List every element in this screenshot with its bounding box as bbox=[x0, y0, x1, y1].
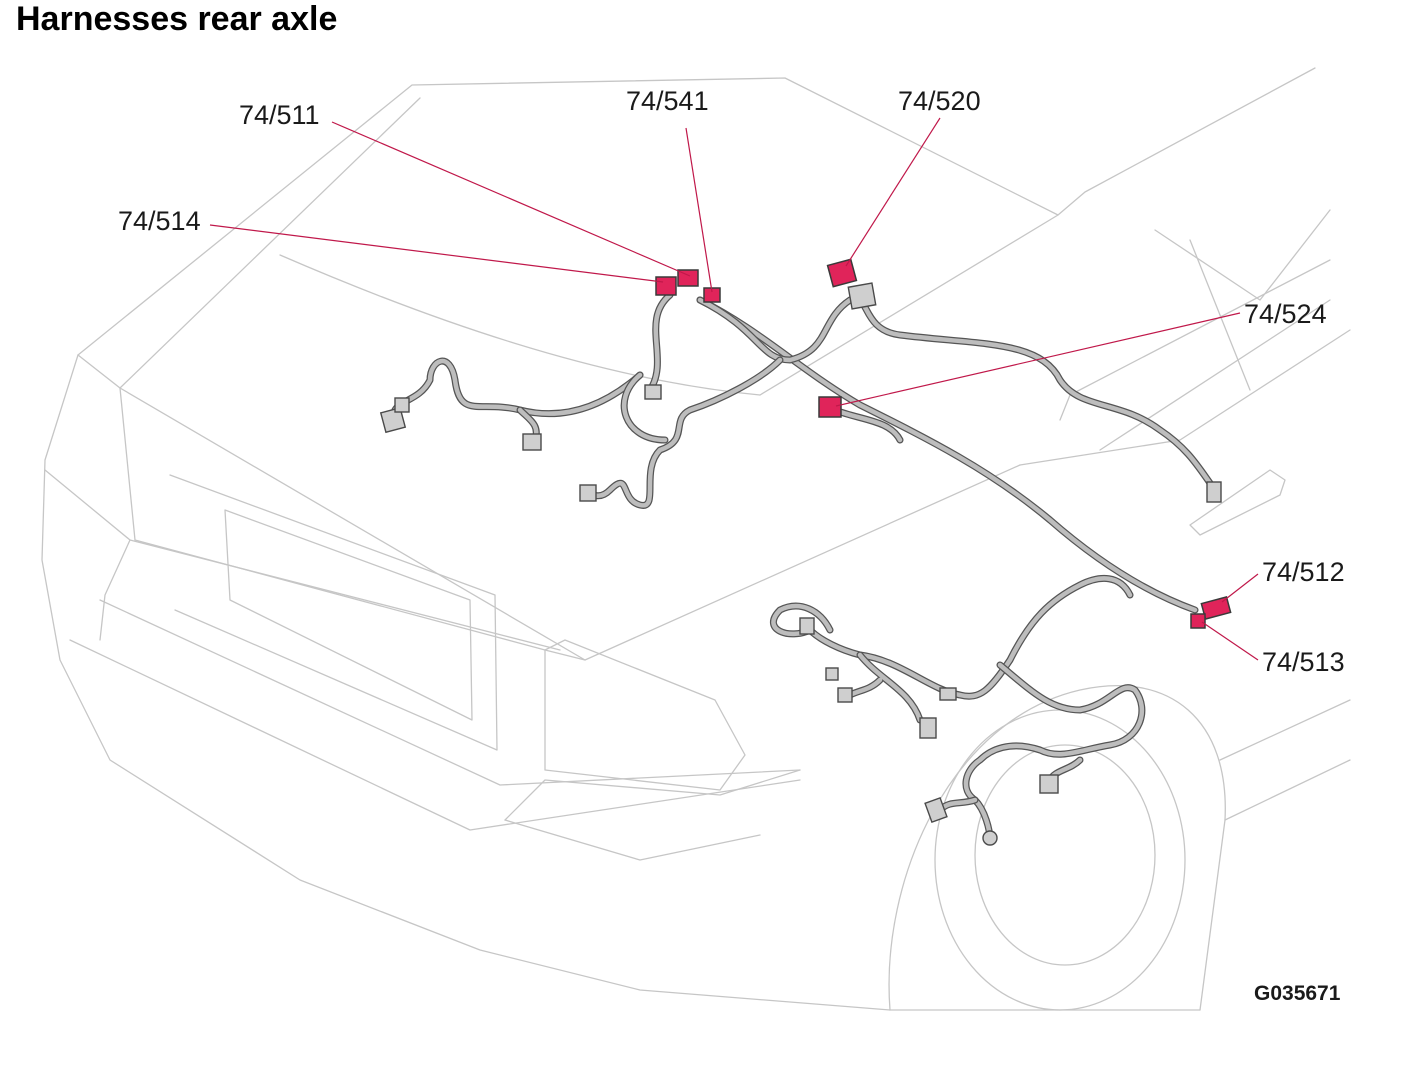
connector-74-524 bbox=[818, 396, 842, 418]
leader-lines bbox=[209, 117, 1259, 661]
connector-74-520 bbox=[826, 258, 858, 288]
callout-74-520: 74/520 bbox=[898, 86, 981, 116]
callout-74-513: 74/513 bbox=[1262, 647, 1345, 677]
callout-74-511: 74/511 bbox=[239, 100, 320, 130]
highlighted-connectors bbox=[655, 258, 1232, 629]
callout-74-514: 74/514 bbox=[118, 206, 201, 236]
figure-id: G035671 bbox=[1254, 982, 1341, 1005]
callout-labels: 74/511 74/541 74/520 74/514 74/524 74/51… bbox=[118, 86, 1345, 1005]
wiring-harness bbox=[391, 291, 1219, 844]
callout-74-541: 74/541 bbox=[626, 86, 709, 116]
connector-74-514 bbox=[655, 276, 677, 296]
connector-74-513 bbox=[1190, 613, 1206, 629]
car-outline bbox=[41, 67, 1351, 1011]
callout-74-512: 74/512 bbox=[1262, 557, 1345, 587]
connector-74-511 bbox=[677, 269, 699, 287]
plain-connectors bbox=[379, 282, 1222, 846]
diagram-title: Harnesses rear axle bbox=[16, 0, 338, 38]
callout-74-524: 74/524 bbox=[1244, 299, 1327, 329]
connector-74-512 bbox=[1200, 595, 1232, 621]
connector-74-541 bbox=[703, 287, 721, 303]
